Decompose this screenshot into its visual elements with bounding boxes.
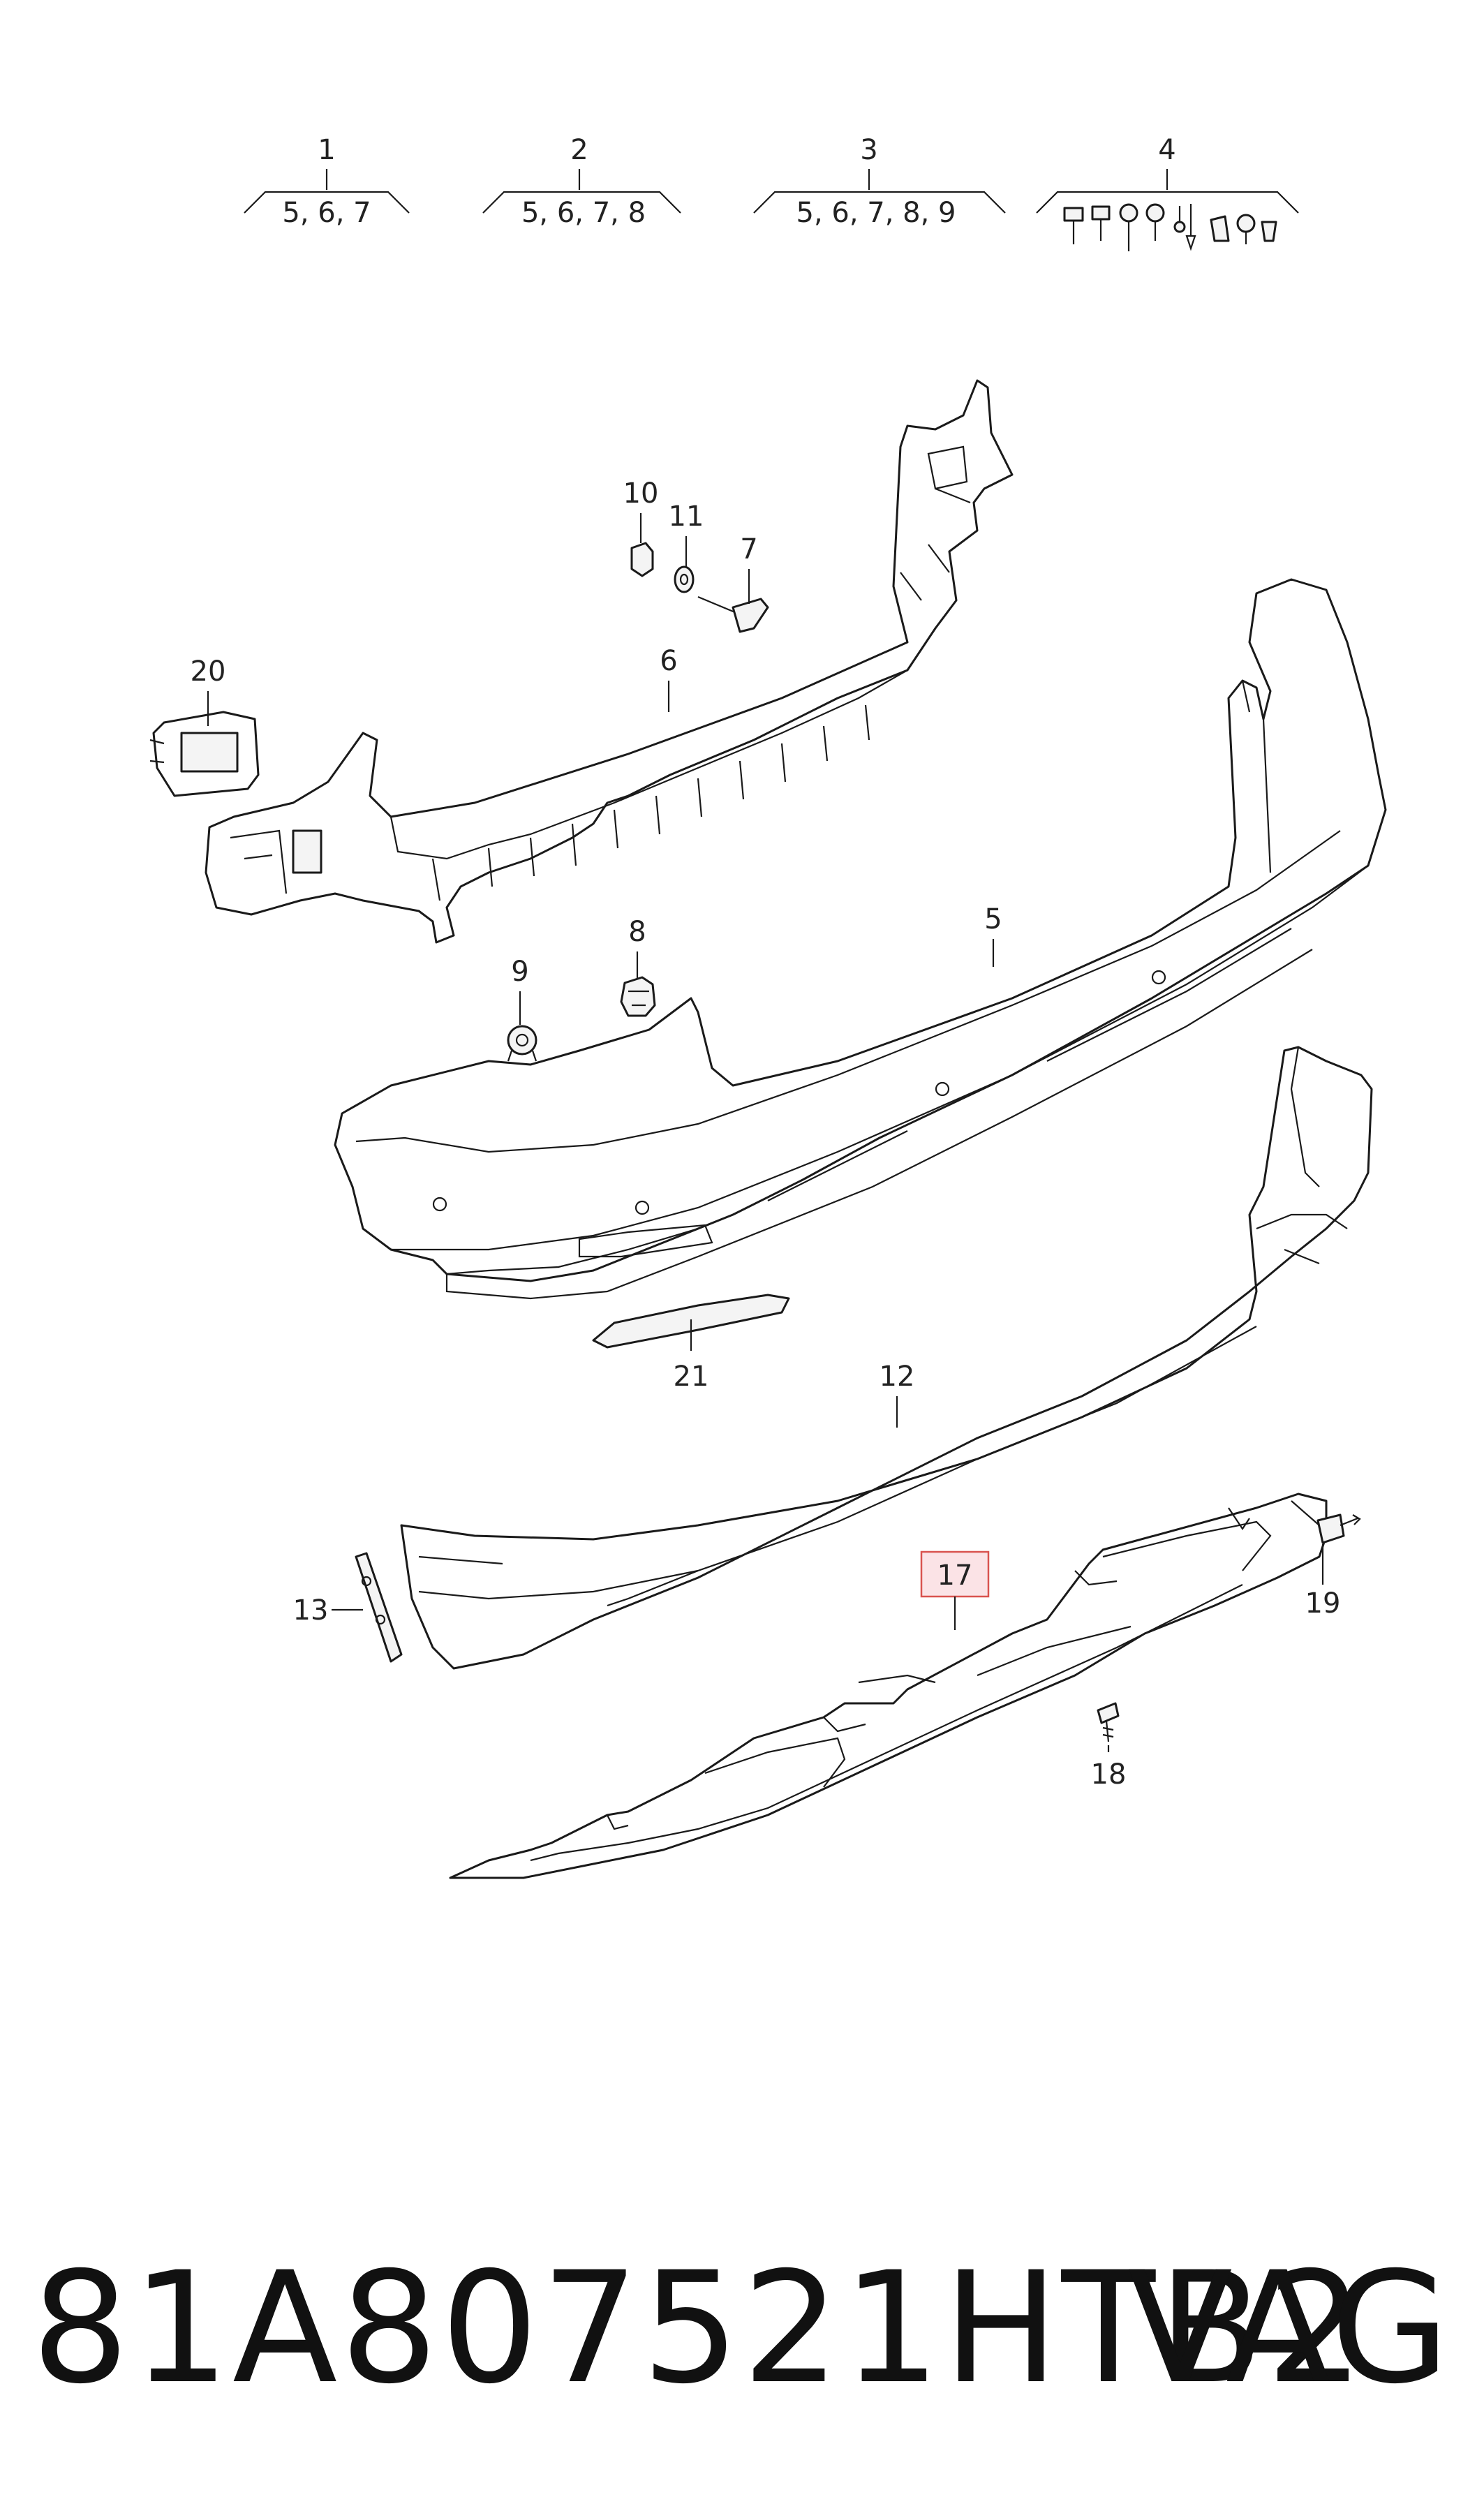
callout-6: 6 bbox=[660, 645, 678, 712]
group-header-3: 3 5, 6, 7, 8, 9 bbox=[753, 134, 1006, 229]
callout-label: 5 bbox=[984, 903, 1002, 935]
part-5-bumper-cover bbox=[334, 578, 1387, 1300]
part-10-nut bbox=[630, 542, 654, 577]
callout-label: 21 bbox=[674, 1361, 709, 1393]
callout-label: 19 bbox=[1305, 1587, 1341, 1620]
part-12-lower-trim bbox=[400, 1046, 1373, 1670]
callout-label: 9 bbox=[511, 956, 528, 988]
part-20-bracket bbox=[149, 711, 260, 797]
group-number: 2 bbox=[570, 134, 588, 166]
callout-11: 11 bbox=[669, 501, 704, 567]
group-number: 3 bbox=[860, 134, 877, 166]
part-9-clip-nut bbox=[507, 1025, 537, 1062]
callout-label: 8 bbox=[628, 916, 646, 948]
callout-7: 7 bbox=[740, 533, 758, 604]
part-number-caption: 81A807521HTB2 bbox=[31, 2239, 1367, 2417]
callout-label: 18 bbox=[1091, 1758, 1127, 1791]
brand-caption: VAG bbox=[1127, 2239, 1453, 2417]
callout-10: 10 bbox=[623, 477, 659, 543]
part-6-bumper-carrier bbox=[205, 379, 1014, 944]
callout-label: 10 bbox=[623, 477, 659, 510]
callout-label: 12 bbox=[880, 1361, 915, 1393]
callout-21: 21 bbox=[674, 1319, 709, 1393]
group-includes: 5, 6, 7 bbox=[282, 197, 371, 229]
callout-label: 11 bbox=[669, 501, 704, 533]
callout-20: 20 bbox=[191, 656, 226, 726]
part-8-clip bbox=[620, 976, 656, 1017]
callout-19: 19 bbox=[1291, 1500, 1341, 1620]
callout-12: 12 bbox=[880, 1361, 915, 1428]
fastener-set-icon bbox=[1063, 203, 1277, 251]
group-number: 1 bbox=[318, 134, 335, 166]
group-header-1: 1 5, 6, 7 bbox=[244, 134, 410, 229]
part-11-washer bbox=[674, 565, 695, 593]
callout-label: 17 bbox=[937, 1560, 973, 1592]
part-7-bolt bbox=[697, 595, 769, 633]
part-19-cap bbox=[1316, 1513, 1361, 1544]
part-18-screw bbox=[1097, 1702, 1120, 1742]
callout-9: 9 bbox=[511, 956, 529, 1025]
callout-17: 17 bbox=[920, 1550, 990, 1630]
group-header-2: 2 5, 6, 7, 8 bbox=[482, 134, 681, 229]
callout-13: 13 bbox=[293, 1594, 363, 1627]
part-17-diffuser bbox=[449, 1493, 1328, 1879]
callout-label: 7 bbox=[740, 533, 757, 565]
group-includes: 5, 6, 7, 8, 9 bbox=[796, 197, 956, 229]
group-number: 4 bbox=[1158, 134, 1175, 166]
callout-label: 6 bbox=[660, 645, 677, 677]
callout-8: 8 bbox=[628, 916, 646, 979]
callout-18: 18 bbox=[1091, 1745, 1127, 1791]
callout-label: 20 bbox=[191, 656, 226, 688]
part-13-side-clip bbox=[355, 1552, 403, 1663]
group-includes: 5, 6, 7, 8 bbox=[521, 197, 646, 229]
group-header-4: 4 bbox=[1036, 134, 1299, 251]
callout-5: 5 bbox=[984, 903, 1002, 967]
callout-label: 13 bbox=[293, 1594, 329, 1627]
